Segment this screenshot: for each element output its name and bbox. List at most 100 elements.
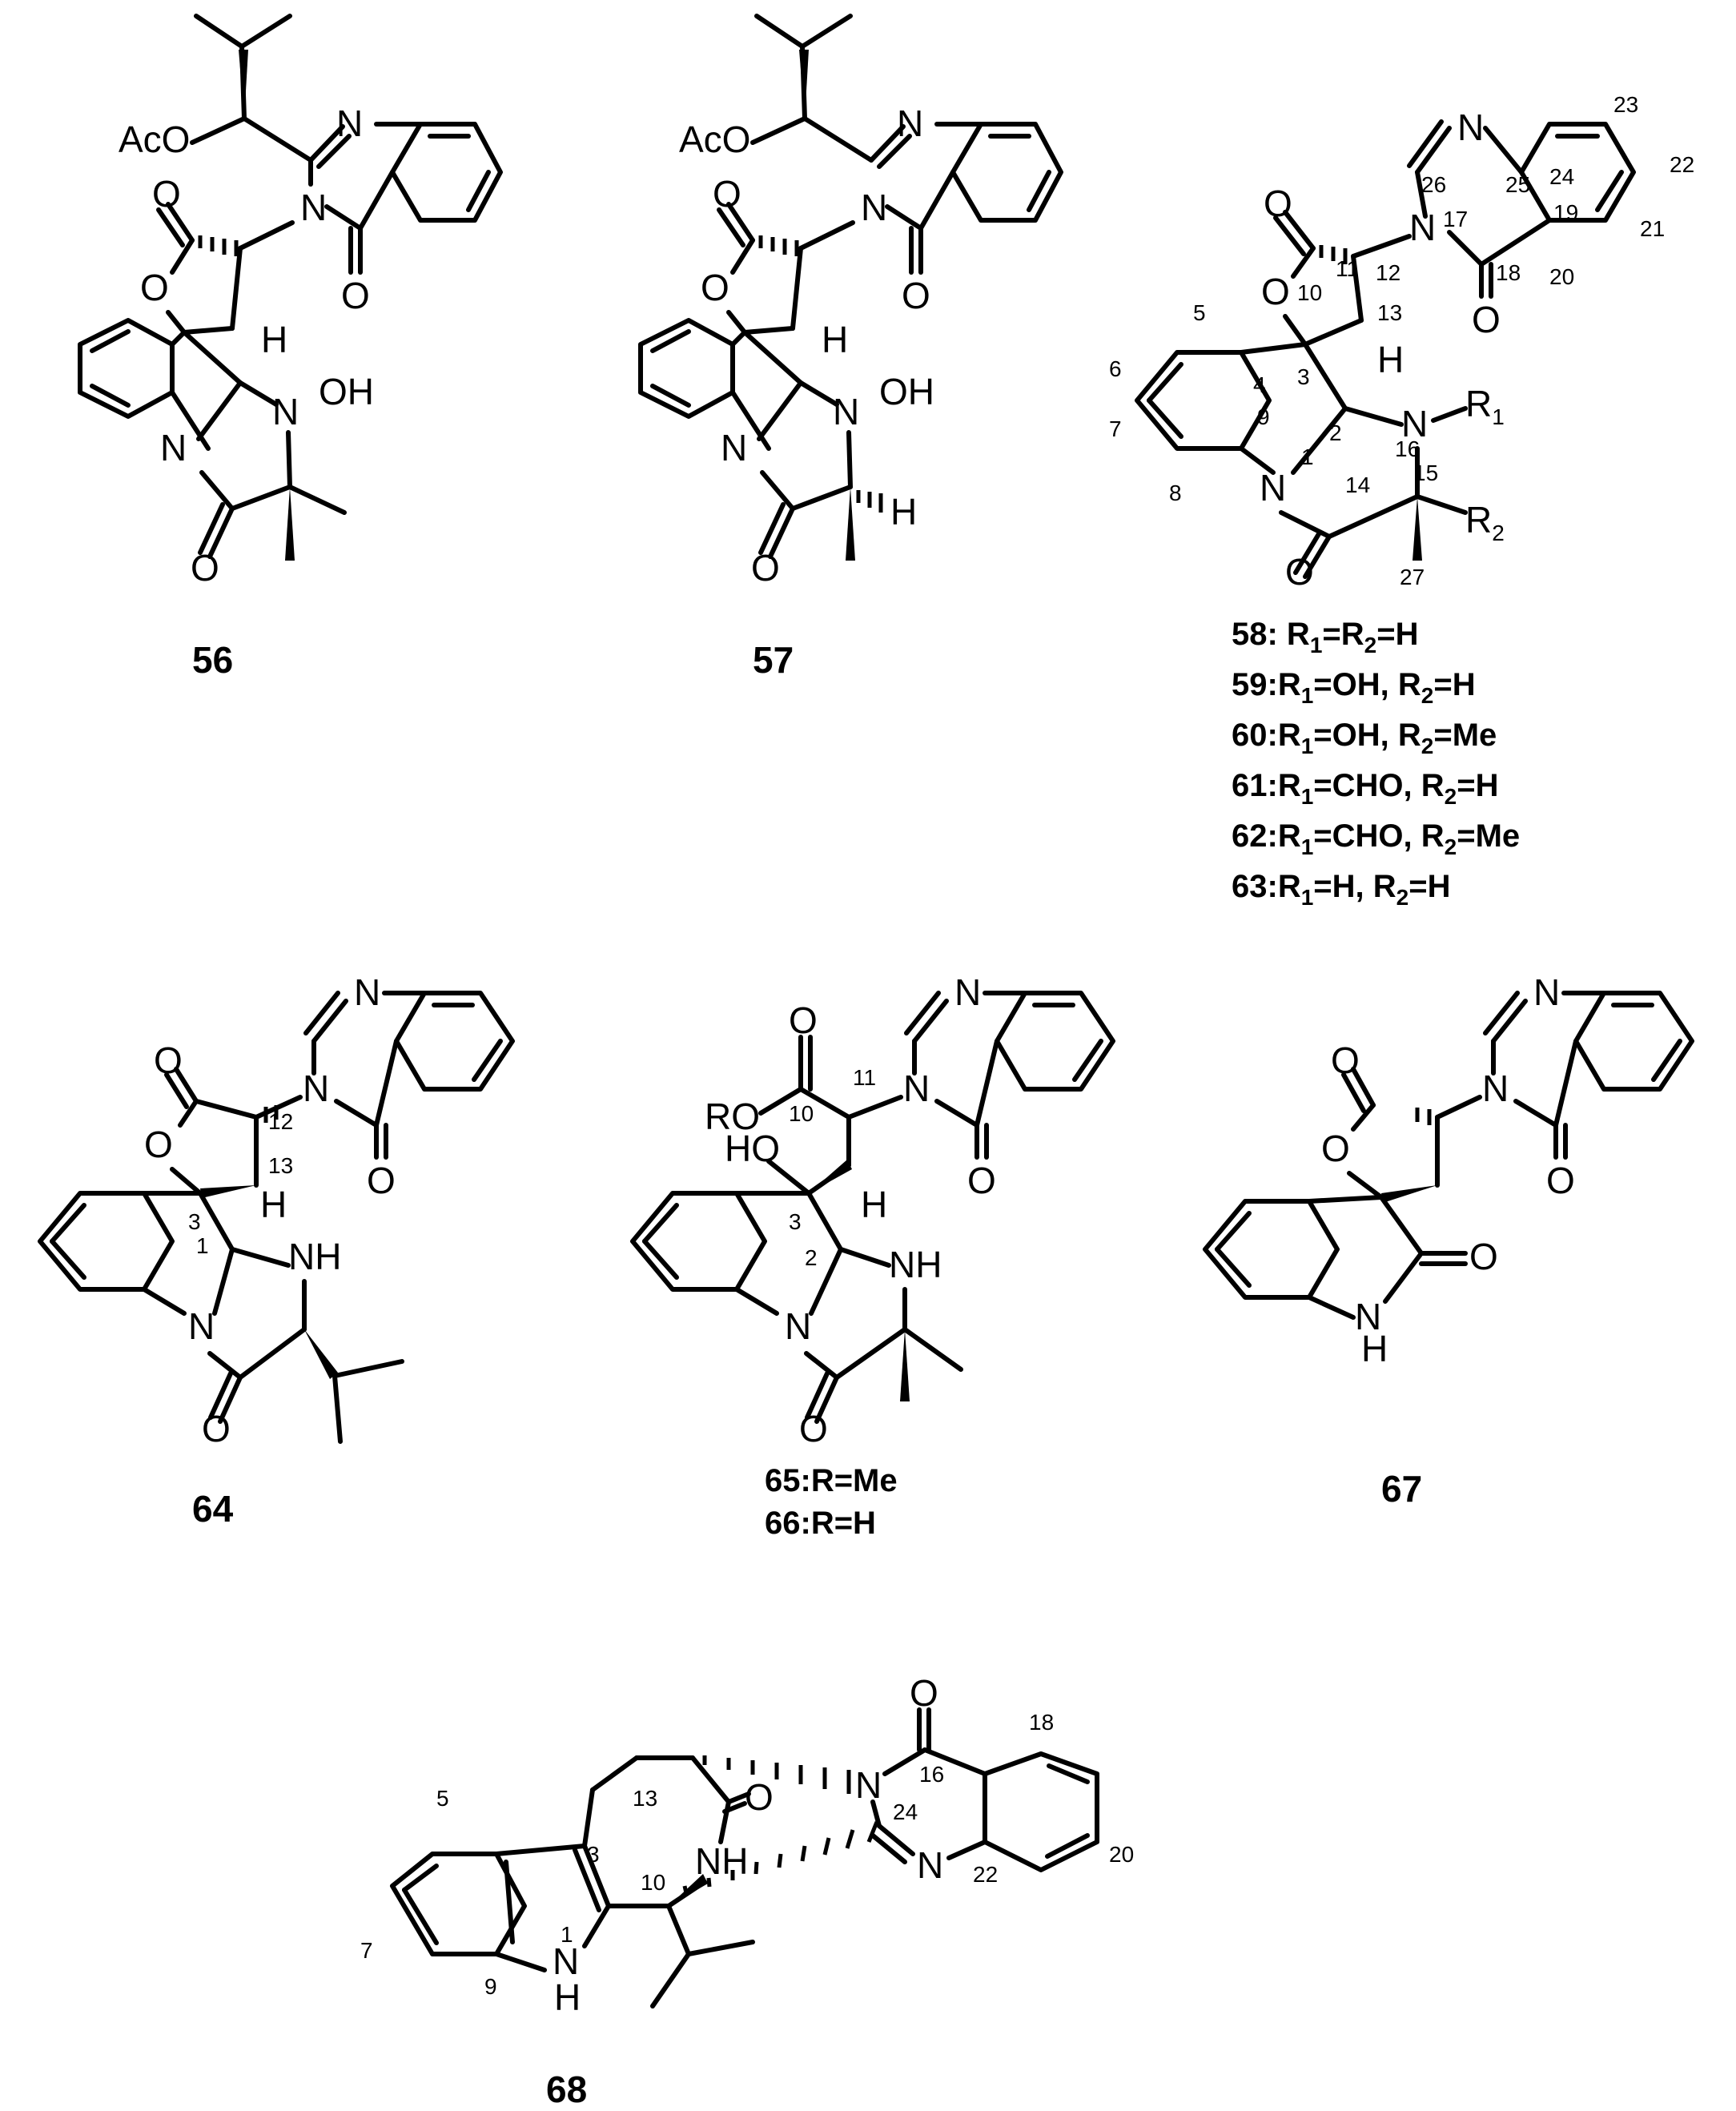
locant: 13 <box>1377 300 1402 325</box>
o-label: O <box>191 547 219 589</box>
locant: 27 <box>1400 565 1425 589</box>
n-label: N <box>917 1844 943 1886</box>
compound-label-67: 67 <box>1381 1468 1422 1510</box>
compound-58-63: N N O O O N H N R1 <box>1109 92 1694 910</box>
r-group-row-62: 62:R1=CHO, R2=Me <box>1232 818 1520 859</box>
aco-label: AcO <box>119 119 190 160</box>
oh-label: OH <box>319 371 374 412</box>
compound-57: AcO N O N O O N H N OH <box>638 14 1063 681</box>
locant: 20 <box>1549 264 1574 289</box>
o-label: O <box>910 1672 938 1714</box>
locant: 7 <box>1109 416 1122 441</box>
o-label: O <box>202 1408 231 1450</box>
locant: 17 <box>1443 207 1468 231</box>
o-label: O <box>1546 1160 1575 1201</box>
r-group-row-59: 59:R1=OH, R2=H <box>1232 667 1476 708</box>
n-label: N <box>1482 1068 1509 1109</box>
o-label: O <box>140 267 169 308</box>
r-group-row-66: 66:R=H <box>765 1506 876 1541</box>
locant: 16 <box>1395 436 1420 461</box>
n-label: N <box>188 1305 215 1347</box>
locant: 12 <box>1376 260 1400 285</box>
locant: 3 <box>789 1209 802 1234</box>
locant: 24 <box>893 1799 918 1824</box>
nh-label: N <box>1355 1296 1381 1337</box>
nh-label: NH <box>288 1236 341 1277</box>
locant: 26 <box>1421 172 1446 197</box>
o-label: O <box>1472 299 1501 340</box>
compound-67: N N O O O N H O 67 <box>1203 971 1694 1510</box>
o-label: O <box>701 267 729 308</box>
o-label: O <box>902 275 930 316</box>
r-group-row-65: 65:R=Me <box>765 1463 898 1498</box>
o-label: O <box>967 1160 996 1201</box>
locant: 4 <box>1253 372 1266 397</box>
r-group-row-58: 58: R1=R2=H <box>1232 617 1418 657</box>
n-label: N <box>1457 107 1484 148</box>
compound-68: O N N O NH N H <box>360 1672 1134 2110</box>
locant: 12 <box>268 1109 293 1134</box>
n-label: N <box>833 391 859 432</box>
o-label: O <box>1261 271 1290 312</box>
locant: 11 <box>853 1065 876 1090</box>
h-label: H <box>861 1184 887 1225</box>
locant: 1 <box>561 1922 573 1947</box>
n-label: N <box>954 971 981 1013</box>
n-label: N <box>336 103 363 144</box>
locant: 15 <box>1413 460 1438 485</box>
nh-label: NH <box>889 1244 942 1285</box>
n-label: N <box>1401 403 1428 444</box>
locant: 16 <box>919 1762 944 1787</box>
locant: 23 <box>1613 92 1638 117</box>
o-label: O <box>1331 1039 1360 1081</box>
r-group-row-60: 60:R1=OH, R2=Me <box>1232 718 1497 758</box>
o-label: O <box>789 999 818 1041</box>
locant: 10 <box>1297 280 1322 305</box>
o-label: O <box>341 275 370 316</box>
n-label: N <box>721 427 747 468</box>
locant: 18 <box>1496 260 1521 285</box>
locant: 22 <box>973 1862 998 1887</box>
compound-label-57: 57 <box>753 639 794 681</box>
compound-56: AcO N O N O O N H <box>78 14 503 681</box>
locant: 3 <box>1297 364 1310 389</box>
n-label: N <box>303 1068 329 1109</box>
nh-label: NH <box>695 1840 748 1882</box>
locant: 3 <box>587 1842 600 1867</box>
h-label: H <box>1377 339 1404 380</box>
locant: 18 <box>1029 1710 1054 1735</box>
locant: 13 <box>633 1786 657 1811</box>
locant: 13 <box>268 1153 293 1178</box>
n-label: N <box>354 971 380 1013</box>
compound-65-66: N N O O RO HO N H NH <box>630 971 1115 1541</box>
r2-label: R2 <box>1465 499 1505 545</box>
locant: 10 <box>641 1870 665 1895</box>
compound-64: N N O O O N H NH <box>38 971 515 1530</box>
n-label: N <box>855 1764 882 1806</box>
locant: 14 <box>1345 472 1370 497</box>
aco-label: AcO <box>679 119 750 160</box>
oh-label: OH <box>879 371 934 412</box>
locant: 10 <box>789 1101 814 1126</box>
locant: 25 <box>1505 172 1530 197</box>
compound-label-56: 56 <box>192 639 233 681</box>
locant: 8 <box>1169 481 1182 505</box>
n-label: N <box>1533 971 1560 1013</box>
h-label: H <box>554 1976 581 2018</box>
h-label: H <box>261 319 287 360</box>
locant: 6 <box>1109 356 1122 381</box>
o-label: O <box>154 1039 183 1081</box>
h-label: H <box>260 1184 287 1225</box>
locant: 20 <box>1109 1842 1134 1867</box>
n-label: N <box>861 187 887 228</box>
o-label: O <box>1264 183 1292 224</box>
n-label: N <box>897 103 923 144</box>
o-label: O <box>367 1160 396 1201</box>
locant: 19 <box>1553 200 1578 225</box>
locant: 11 <box>1336 256 1359 281</box>
locant: 9 <box>1257 404 1270 429</box>
locant: 24 <box>1549 164 1574 189</box>
locant: 9 <box>484 1974 497 1999</box>
compound-label-68: 68 <box>546 2069 587 2110</box>
